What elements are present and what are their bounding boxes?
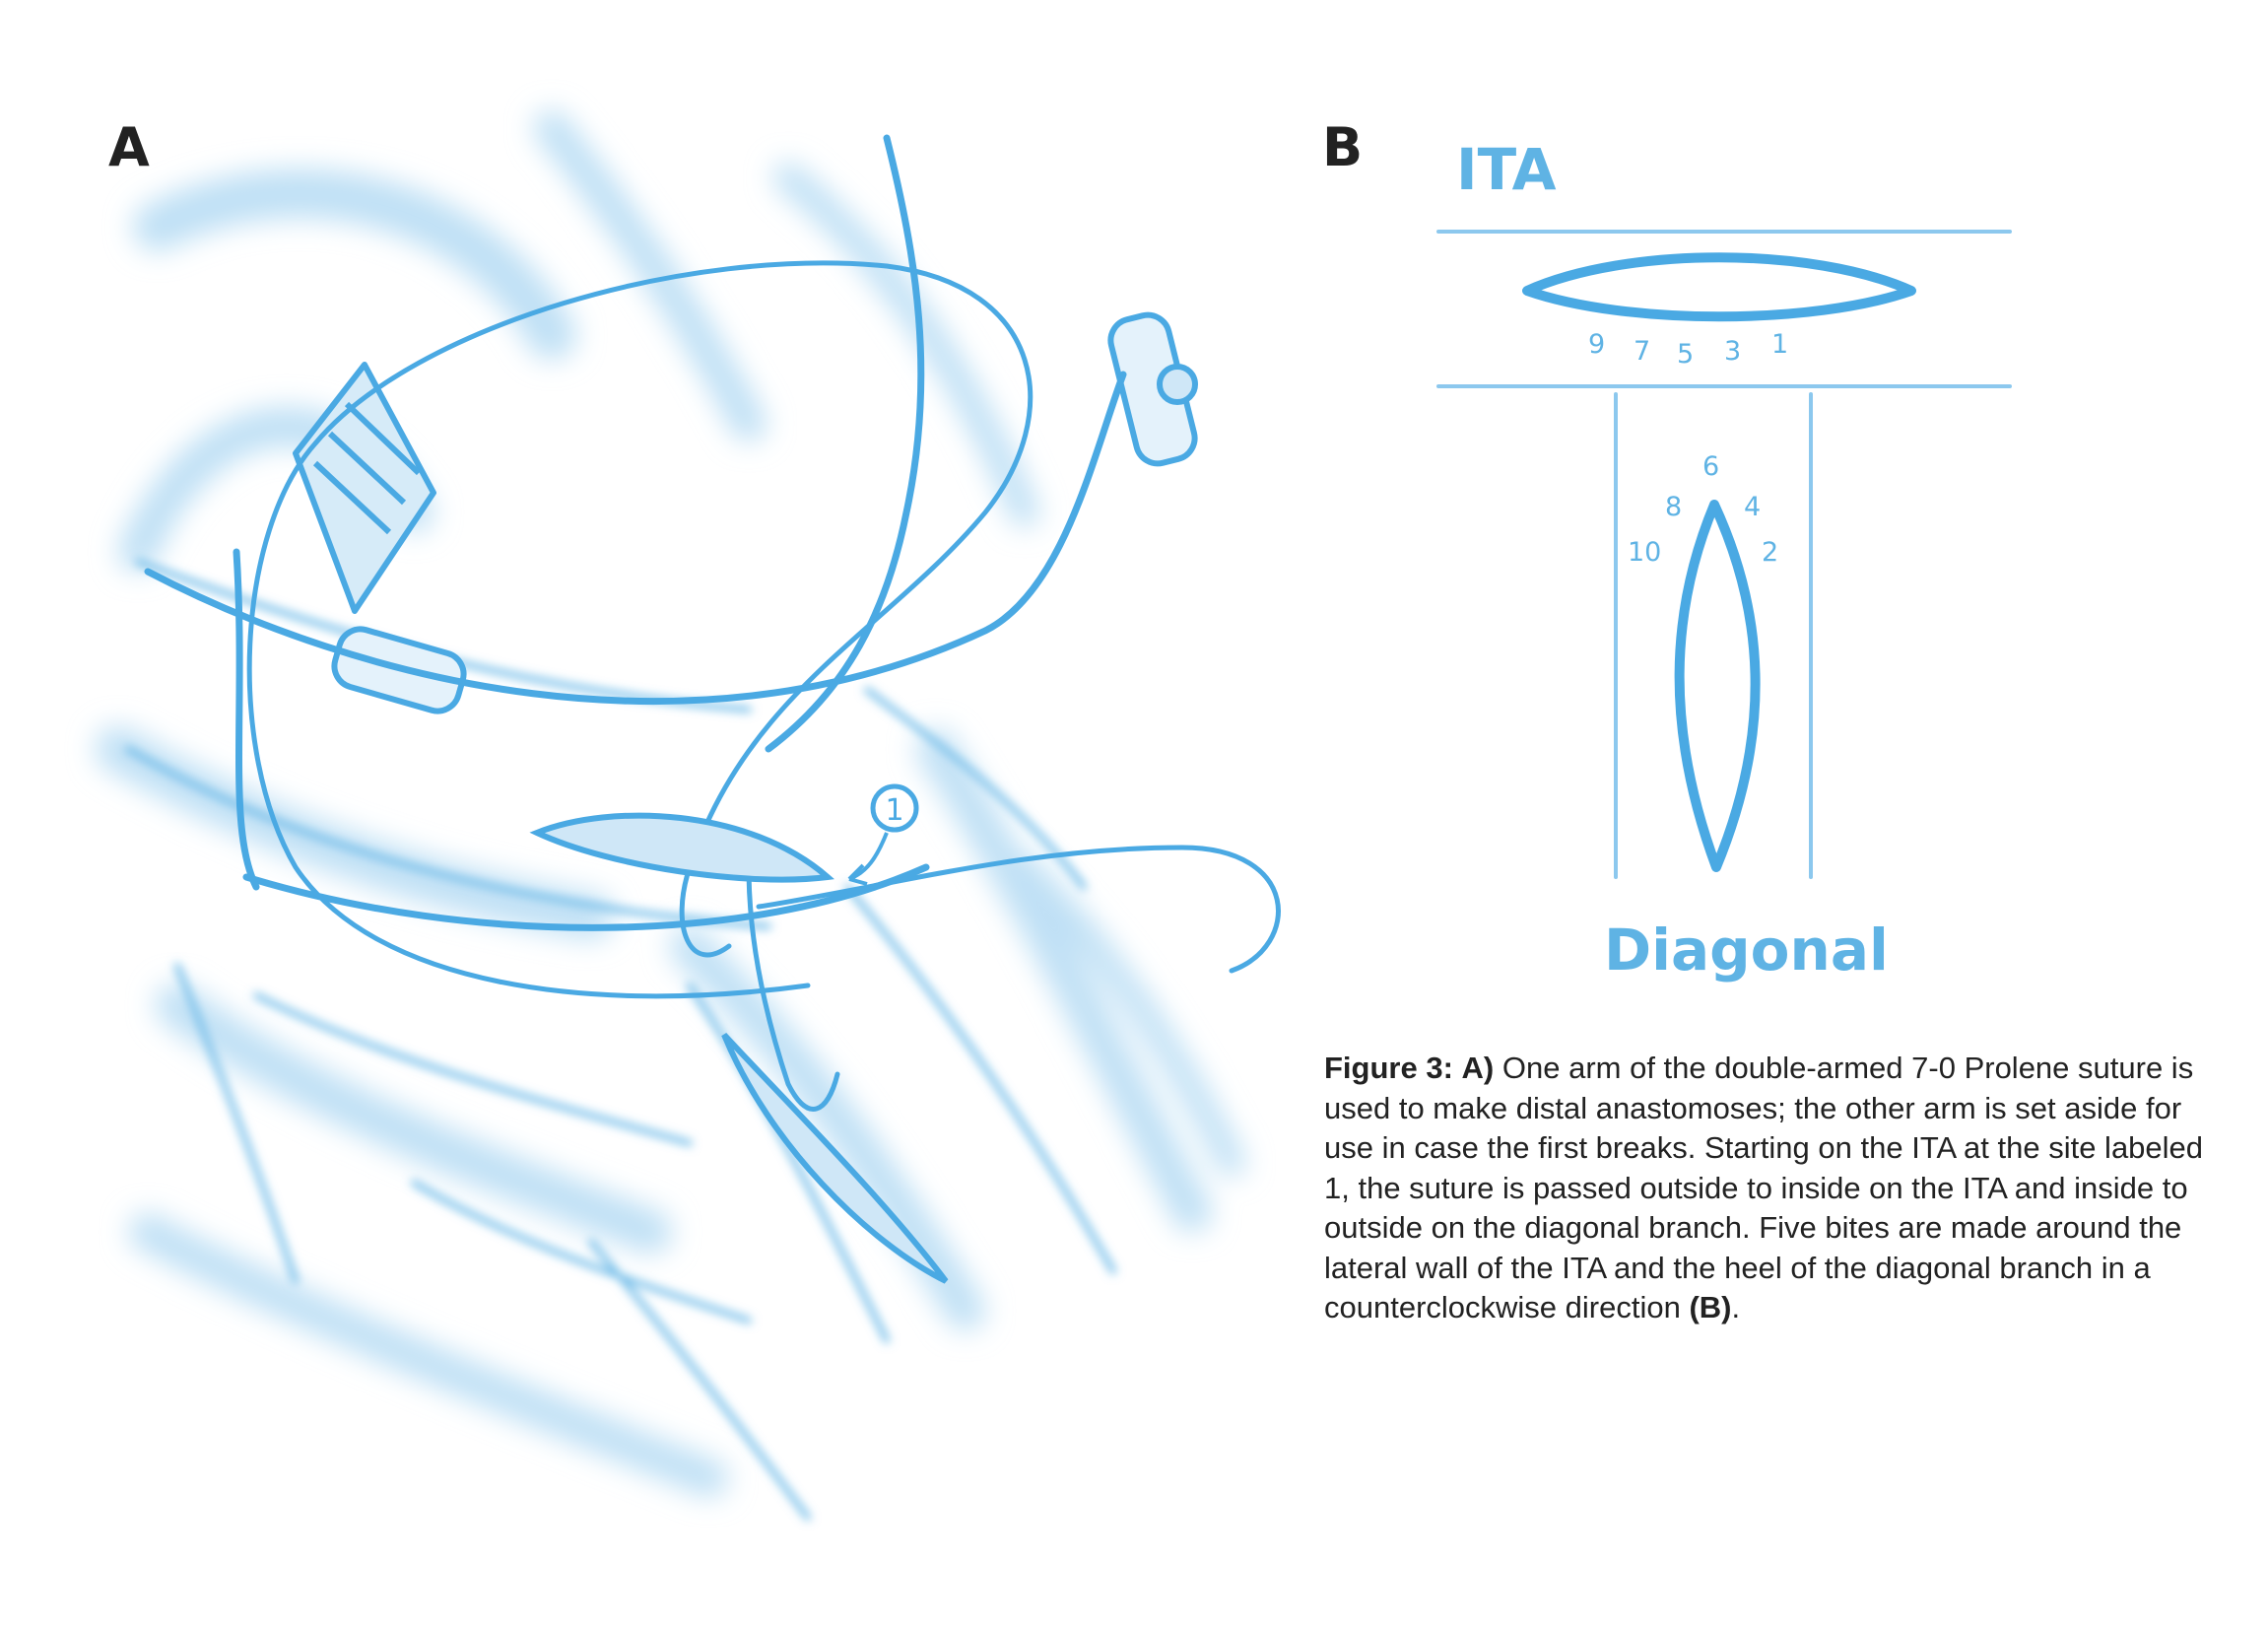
ita-bite-9: 9 (1588, 329, 1605, 360)
ita-bite-numbers: 9 7 5 3 1 (1588, 329, 1788, 370)
ita-bite-3: 3 (1724, 336, 1741, 367)
caption-end: . (1731, 1290, 1741, 1324)
tissue-contours (125, 559, 1116, 1521)
diagonal-arteriotomy (1674, 500, 1761, 872)
diagonal-bite-numbers: 6 8 4 10 2 (1628, 451, 1778, 568)
anastomosis-schematic: 9 7 5 3 1 6 8 4 10 2 (1436, 230, 2012, 879)
ita-bite-7: 7 (1634, 336, 1650, 367)
caption-figure-label: Figure 3: (1324, 1051, 1453, 1085)
ita-bite-5: 5 (1677, 339, 1694, 370)
surgical-illustration: 1 (96, 110, 1281, 1521)
figure-caption: Figure 3: A) One arm of the double-armed… (1324, 1049, 2216, 1328)
ita-bite-1: 1 (1771, 329, 1788, 360)
suture-thread (246, 260, 1281, 1112)
site-marker-label: 1 (885, 793, 903, 828)
diagonal-label: Diagonal (1604, 916, 1889, 984)
diagonal-bite-6: 6 (1702, 451, 1719, 482)
caption-part-a: A) (1461, 1051, 1495, 1085)
panel-a-letter: A (108, 116, 150, 178)
panel-b-letter: B (1322, 116, 1364, 178)
background-tissue (96, 110, 1245, 1497)
ita-arteriotomy (1522, 252, 1916, 322)
diagonal-bite-2: 2 (1762, 537, 1778, 568)
diagonal-bite-4: 4 (1744, 492, 1761, 522)
diagonal-bite-8: 8 (1665, 492, 1682, 522)
caption-part-b: (B) (1689, 1290, 1732, 1324)
site-marker-1: 1 (847, 783, 919, 886)
arteriotomy-diagonal (721, 1032, 949, 1284)
caption-text: One arm of the double-armed 7-0 Prolene … (1324, 1051, 2204, 1324)
arteriotomy-ita (529, 812, 835, 883)
ita-label: ITA (1456, 136, 1557, 203)
ita-vessel (144, 134, 1127, 931)
diagonal-bite-10: 10 (1628, 537, 1661, 568)
